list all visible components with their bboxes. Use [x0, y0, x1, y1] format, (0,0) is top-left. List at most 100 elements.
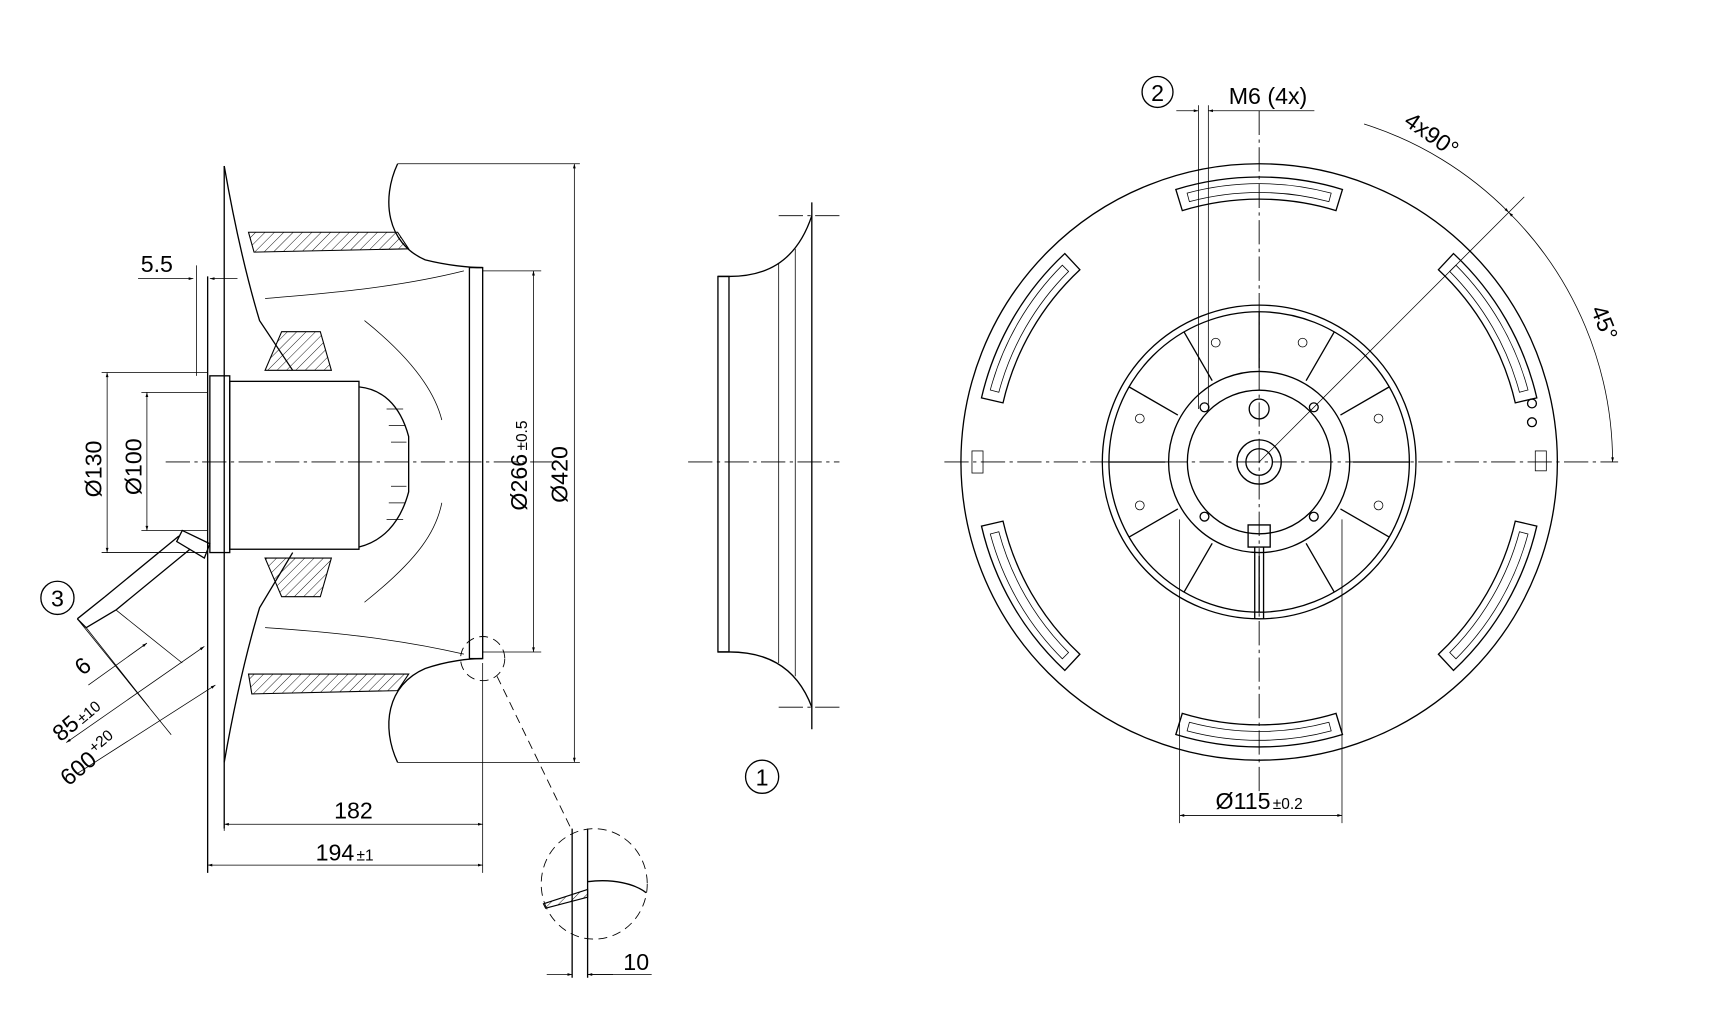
angle-45: 45°: [1586, 302, 1623, 344]
dim-d266: Ø266±0.5: [506, 421, 532, 511]
spoke: [1183, 542, 1213, 593]
cable-dim-85-line: [66, 646, 205, 743]
callout-1: 1: [756, 765, 769, 791]
dim-5-5: 5.5: [141, 251, 173, 277]
slot: [1175, 176, 1344, 212]
slot-inner: [989, 264, 1070, 393]
hub-spokes: [1108, 311, 1410, 613]
mounting-hole: [1199, 511, 1210, 522]
motor-hub: [1167, 370, 1351, 554]
callout-1-circle: [744, 759, 780, 795]
dim-d100: Ø100: [120, 438, 146, 495]
dim-10: 10: [623, 949, 649, 975]
slot-inner: [1186, 721, 1332, 741]
side-view: 3 6 85±10 600+20 5.5 Ø130 Ø100 Ø266±0.5 …: [40, 163, 652, 978]
ring-hole: [1373, 413, 1384, 424]
motor-body: [229, 380, 360, 550]
angle-4x90: 4x90°: [1400, 107, 1464, 162]
m6-extension-lines: [1198, 105, 1209, 409]
spoke: [1305, 542, 1335, 593]
angle-45-leader: [1258, 196, 1525, 463]
callout-3-circle: [40, 580, 75, 616]
slot-inner: [1449, 531, 1529, 660]
slot: [1175, 712, 1344, 748]
inlet-ring-view: 1: [688, 202, 842, 795]
shaft: [1245, 448, 1274, 476]
cable-gland: [175, 529, 211, 560]
motor-flange: [209, 375, 231, 554]
balance-mark-2: [1526, 417, 1538, 428]
front-view: M6 (4x) 2 4x90° 45° Ø115±0.2: [944, 75, 1623, 824]
slot-inner: [1186, 183, 1332, 203]
dim-d115: Ø115±0.2: [1216, 788, 1303, 814]
detail-circle: [540, 828, 648, 940]
mounting-hole: [1199, 402, 1210, 413]
axial-extension-lines: [223, 663, 484, 873]
ring-hole: [1134, 500, 1145, 511]
upper-blade-section: [247, 231, 410, 253]
backplate-profile: [223, 165, 294, 763]
blade-curves: [364, 320, 443, 603]
slot: [980, 520, 1081, 672]
inlet-contour-lines: [778, 248, 796, 677]
dim-d130: Ø130: [81, 441, 107, 498]
thread-label: M6 (4x): [1229, 83, 1308, 109]
spoke: [1305, 331, 1335, 382]
motor-hub-inner: [1186, 389, 1332, 535]
motor-rotor: [358, 386, 410, 548]
balance-mark-1: [1526, 398, 1538, 409]
upper-shroud: [388, 163, 483, 269]
callout-2: 2: [1151, 80, 1164, 106]
detail-leader: [496, 676, 573, 832]
dim-194: 194±1: [316, 840, 374, 866]
spoke: [1340, 508, 1390, 538]
dim-d420: Ø420: [547, 446, 573, 503]
cable-exit: [1247, 524, 1271, 619]
cable-dim-6-line: [88, 642, 148, 686]
shaft-outer: [1236, 439, 1282, 485]
cable-dim-600-line: [77, 684, 216, 774]
label-plate-right: [1534, 450, 1547, 472]
lower-shroud: [388, 657, 483, 763]
angle-45-arc: [1508, 212, 1614, 462]
detail-view-lines: [571, 828, 647, 978]
upper-hub-section: [264, 331, 333, 371]
mounting-holes: [1134, 337, 1384, 522]
impeller-outer-circle: [960, 163, 1559, 761]
cable-end: [76, 596, 117, 629]
mounting-hole: [1308, 402, 1319, 413]
rotor-fins: [386, 408, 407, 520]
blade-edges: [265, 270, 464, 655]
dim-182: 182: [334, 798, 373, 824]
hub-boss: [1248, 398, 1270, 420]
ring-hole: [1210, 337, 1221, 348]
ring-hole: [1297, 337, 1308, 348]
inner-ring: [1101, 304, 1417, 620]
ring-hole: [1134, 413, 1145, 424]
dia-outer-extension-lines: [397, 163, 580, 763]
d115-extension-lines: [1179, 519, 1343, 824]
inlet-lip: [717, 275, 730, 653]
slot: [1437, 252, 1538, 404]
lower-blade-section: [247, 673, 410, 695]
slot-inner: [1449, 264, 1529, 393]
angle-4x90-arc: [1363, 123, 1510, 213]
ring-hole: [1373, 500, 1384, 511]
detail-marker: [460, 636, 506, 682]
label-plate-left: [971, 450, 984, 474]
cable: [104, 535, 191, 611]
spoke: [1340, 386, 1390, 416]
slot-inner: [989, 531, 1070, 660]
cable-dim-6: 6: [69, 652, 96, 680]
detail-section: [542, 888, 589, 909]
dia-extension-lines: [101, 372, 208, 553]
inlet-profile: [717, 215, 813, 708]
lower-hub-section: [264, 557, 333, 598]
callout-3: 3: [51, 586, 64, 612]
slot: [980, 252, 1081, 404]
spoke: [1128, 508, 1179, 538]
slot: [1437, 520, 1538, 672]
impeller-inlet-edge: [468, 266, 484, 660]
spoke: [1128, 386, 1179, 416]
